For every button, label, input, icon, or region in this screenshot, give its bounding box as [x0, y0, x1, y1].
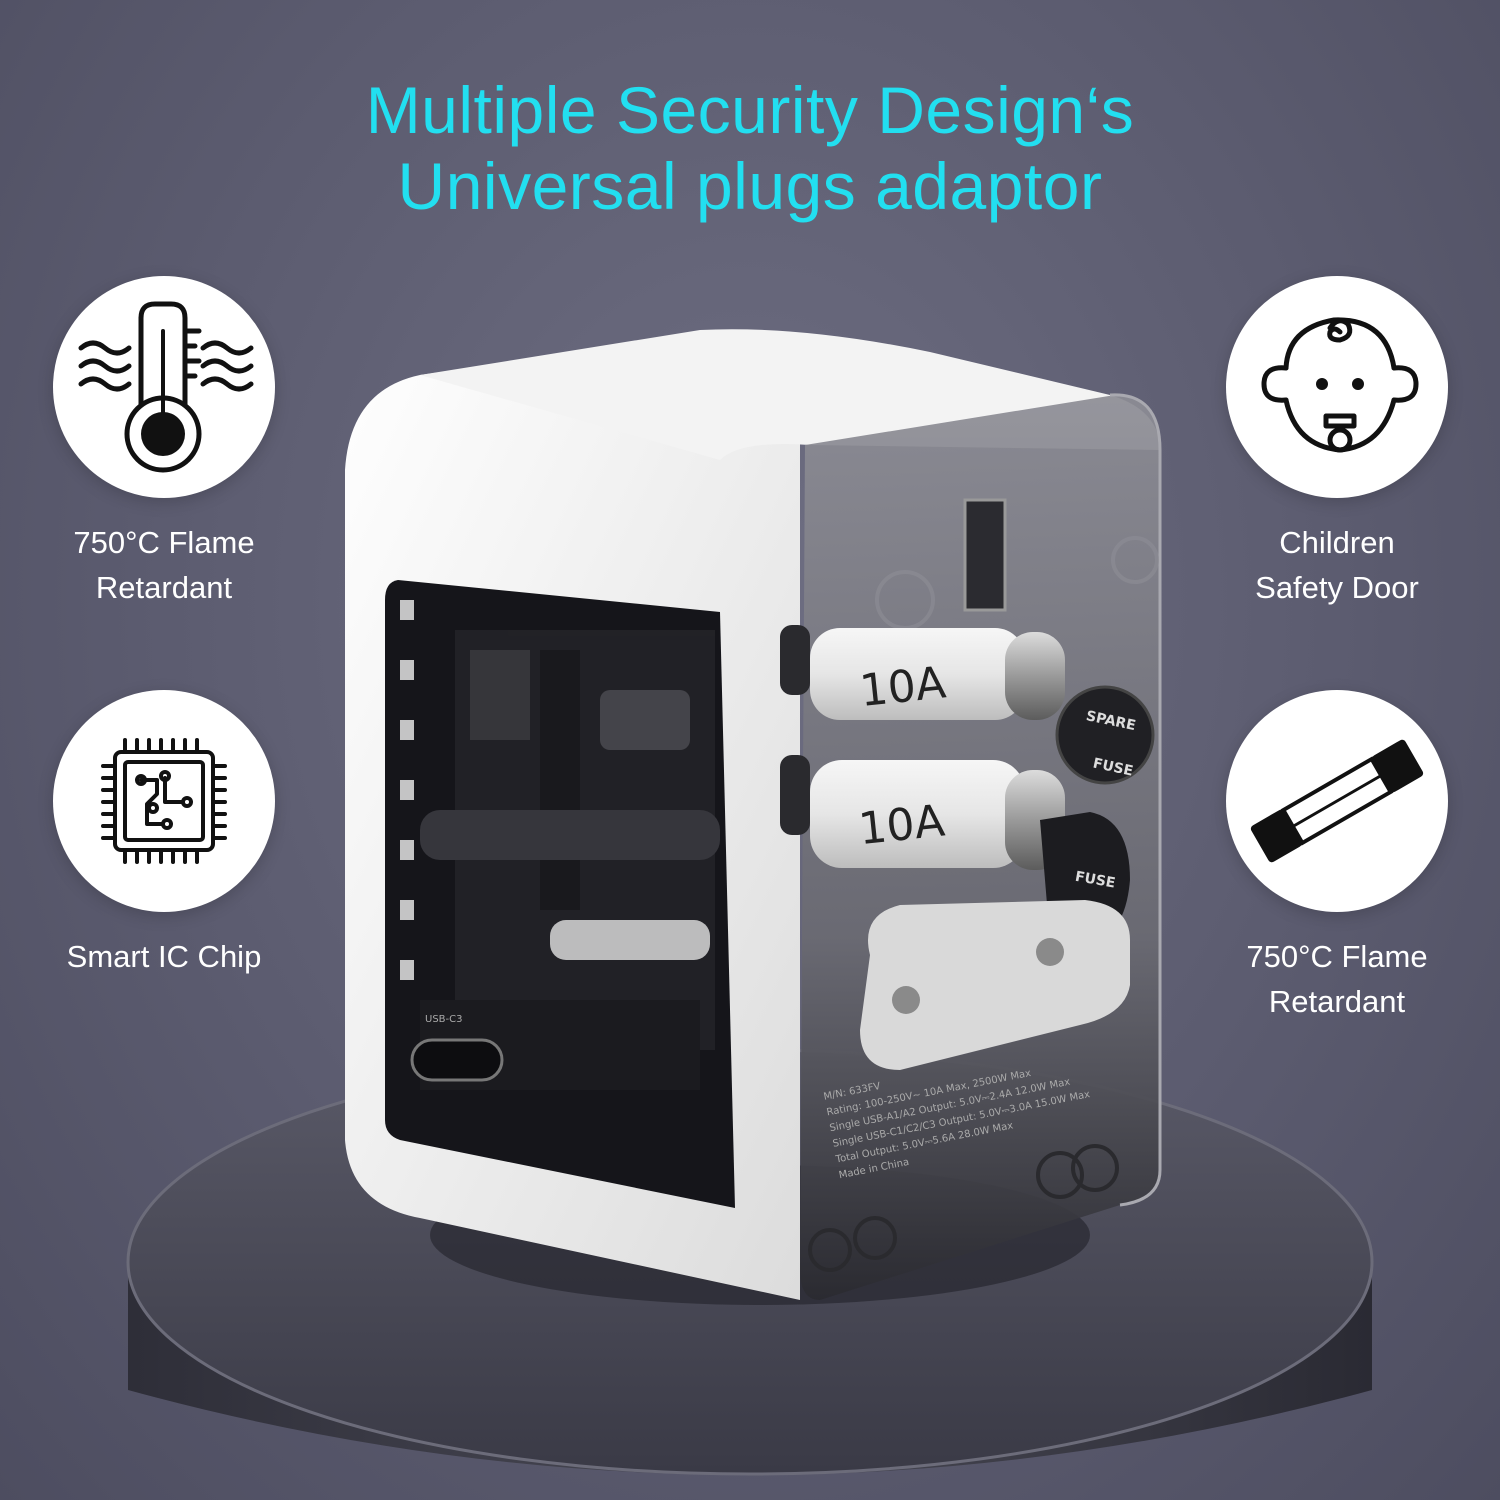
- spare-fuse-cap: SPARE FUSE: [1055, 685, 1155, 785]
- usb-c-port: [410, 1038, 504, 1082]
- headline-line-1: Multiple Security Design‘s: [365, 73, 1135, 147]
- port-label: USB-C3: [425, 1014, 462, 1025]
- feature-caption: 750°C Flame Retardant: [1187, 934, 1487, 1024]
- feature-icon-circle: [1226, 690, 1448, 912]
- feature-children-safety-door: Children Safety Door: [1187, 276, 1487, 610]
- feature-caption-line-1: 750°C Flame: [1246, 939, 1428, 974]
- feature-caption-line-1: 750°C Flame: [73, 525, 255, 560]
- feature-icon-circle: [1226, 276, 1448, 498]
- thermometer-icon: [78, 301, 254, 473]
- feature-flame-retardant-fuse: 750°C Flame Retardant: [1187, 690, 1487, 1024]
- fuse-top-label: 10A: [857, 657, 948, 717]
- headline-line-2: Universal plugs adaptor: [397, 149, 1103, 223]
- ic-chip-icon: [101, 738, 227, 864]
- feature-caption-line-2: Retardant: [95, 570, 233, 605]
- feature-flame-retardant: 750°C Flame Retardant: [14, 276, 314, 610]
- headline: Multiple Security Design‘s Universal plu…: [0, 72, 1500, 224]
- fuse-bottom-label: 10A: [856, 796, 947, 856]
- feature-caption: Children Safety Door: [1187, 520, 1487, 610]
- feature-caption: Smart IC Chip: [14, 934, 314, 979]
- fuse-cap-label: FUSE: [1074, 869, 1117, 892]
- feature-caption-line-1: Smart IC Chip: [66, 939, 262, 974]
- feature-caption-line-2: Safety Door: [1255, 570, 1419, 605]
- feature-caption: 750°C Flame Retardant: [14, 520, 314, 610]
- fuse-icon: [1250, 739, 1424, 863]
- certification-marks: [808, 1144, 1119, 1272]
- feature-caption-line-2: Retardant: [1268, 984, 1406, 1019]
- feature-caption-line-1: Children: [1279, 525, 1395, 560]
- feature-icon-circle: [53, 276, 275, 498]
- baby-face-icon: [1261, 317, 1419, 453]
- internal-components: [400, 600, 720, 1090]
- fuse-top: 10A: [780, 625, 1065, 720]
- socket-shutter: [963, 498, 1007, 612]
- euro-plug-face: [860, 900, 1130, 1070]
- feature-smart-ic-chip: Smart IC Chip: [14, 690, 314, 979]
- fuse-bottom: 10A: [780, 755, 1065, 870]
- feature-icon-circle: [53, 690, 275, 912]
